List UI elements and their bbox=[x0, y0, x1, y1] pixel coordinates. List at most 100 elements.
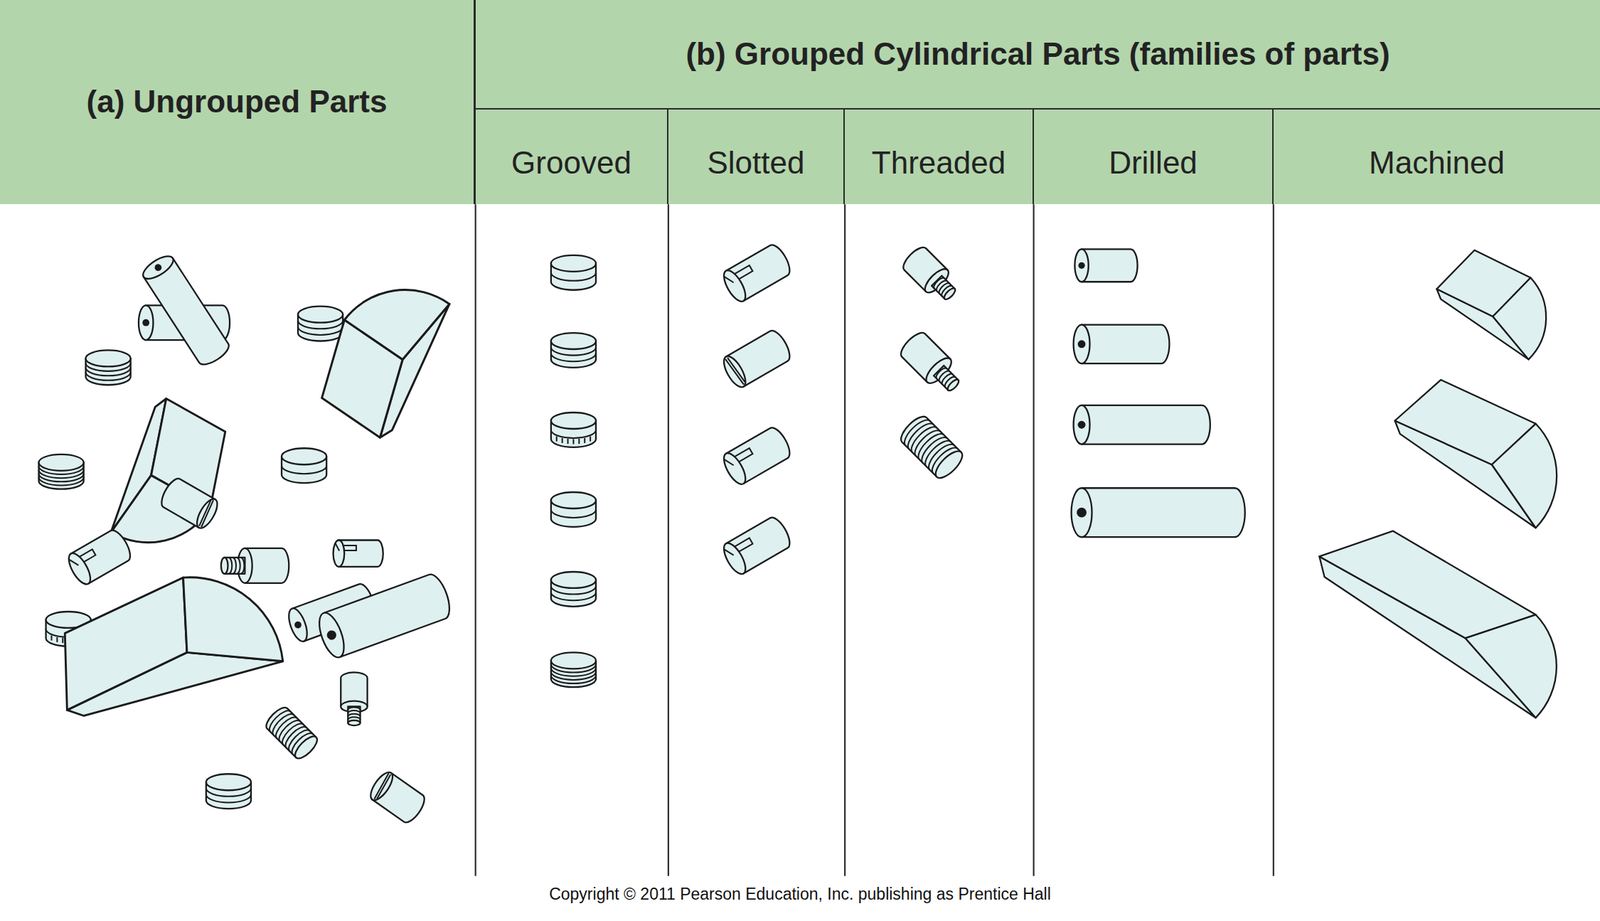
header-text: Grooved bbox=[511, 145, 632, 182]
grooved-disc bbox=[551, 412, 596, 448]
thread-line bbox=[228, 557, 232, 574]
column-rule bbox=[1272, 204, 1275, 877]
slot-line bbox=[725, 356, 746, 387]
header-text: (b) Grouped Cylindrical Parts (families … bbox=[685, 36, 1390, 73]
groove-line bbox=[206, 794, 252, 803]
disc-top bbox=[551, 255, 596, 272]
thread-line bbox=[900, 416, 931, 446]
stub-end bbox=[945, 377, 960, 392]
cylinder-body bbox=[338, 539, 383, 567]
grooved-disc bbox=[281, 448, 327, 483]
groove-tick bbox=[578, 438, 580, 444]
groove-line bbox=[86, 362, 131, 371]
column-header: Machined bbox=[1273, 109, 1600, 205]
groove-line bbox=[86, 367, 131, 376]
groove-line bbox=[297, 326, 343, 335]
slot-line bbox=[371, 772, 394, 800]
disc-top bbox=[551, 652, 596, 669]
drilled-hole bbox=[1078, 262, 1085, 269]
groove-line bbox=[551, 664, 596, 672]
slot-line bbox=[196, 499, 217, 527]
disc-top bbox=[281, 448, 327, 465]
header-text: Machined bbox=[1368, 145, 1505, 182]
cylinder-end bbox=[285, 605, 311, 644]
disc-top bbox=[551, 332, 596, 350]
stub-end bbox=[347, 720, 360, 726]
threaded-part bbox=[896, 412, 967, 483]
cylinder-end bbox=[719, 352, 750, 391]
stub-end bbox=[942, 286, 957, 301]
slotted-part bbox=[333, 539, 384, 567]
slotted-part bbox=[719, 424, 794, 488]
groove-line bbox=[551, 353, 596, 362]
cylinder-body bbox=[1081, 487, 1246, 537]
slot-line bbox=[724, 445, 754, 468]
copyright-caption: Copyright © 2011 Pearson Education, Inc.… bbox=[548, 884, 1052, 904]
drilled-hole bbox=[1078, 420, 1086, 429]
disc-top bbox=[297, 306, 343, 323]
groove-line bbox=[551, 509, 596, 517]
column-rule bbox=[1033, 204, 1035, 877]
grooved-disc bbox=[551, 332, 596, 368]
thread-line bbox=[347, 713, 360, 717]
column-rule bbox=[844, 204, 846, 877]
grooved-disc bbox=[551, 255, 596, 291]
machined-part bbox=[1436, 250, 1546, 360]
slotted-part bbox=[64, 526, 135, 588]
drilled-hole bbox=[1078, 339, 1086, 348]
wedge-end bbox=[1492, 278, 1546, 360]
grooved-disc bbox=[297, 306, 343, 342]
thread-line bbox=[347, 716, 360, 720]
thread-line bbox=[347, 706, 360, 710]
drilled-part bbox=[1071, 487, 1246, 537]
column-header: Grooved bbox=[475, 109, 669, 205]
cylinder-end bbox=[366, 768, 397, 804]
grooved-disc bbox=[39, 454, 84, 490]
thread-line bbox=[265, 707, 291, 732]
cylinder-end bbox=[64, 549, 95, 588]
slot-line bbox=[724, 263, 754, 286]
cylinder-end bbox=[291, 733, 320, 762]
groove-line bbox=[551, 585, 596, 594]
cylinder-end bbox=[138, 305, 153, 340]
threaded-part bbox=[340, 672, 367, 726]
groove-tick bbox=[572, 438, 574, 444]
slot-line bbox=[724, 535, 754, 558]
cylinder-body bbox=[1081, 324, 1170, 365]
cylinder-end bbox=[192, 495, 222, 531]
drilled-part bbox=[1074, 248, 1138, 282]
groove-line bbox=[551, 429, 596, 438]
caption-row: Copyright © 2011 Pearson Education, Inc.… bbox=[0, 884, 1600, 904]
slotted-part bbox=[719, 327, 794, 390]
header-text: Slotted bbox=[707, 145, 805, 182]
groove-tick bbox=[589, 435, 591, 441]
thread-line bbox=[269, 710, 294, 735]
stub-end bbox=[221, 557, 229, 574]
column-header: Threaded bbox=[844, 109, 1034, 205]
drilled-part bbox=[139, 251, 232, 369]
drilled-hole bbox=[153, 262, 163, 273]
groove-line bbox=[86, 371, 131, 380]
wedge-end bbox=[1491, 423, 1557, 528]
groove-line bbox=[297, 320, 343, 329]
cylinder-end bbox=[719, 450, 750, 488]
groove-line bbox=[551, 671, 596, 680]
header-band: (b) Grouped Cylindrical Parts (families … bbox=[475, 0, 1600, 110]
drilled-hole bbox=[293, 620, 303, 630]
slot-line bbox=[335, 543, 357, 551]
slotted-part bbox=[719, 241, 794, 305]
disc-top bbox=[551, 571, 596, 589]
cylinder-end bbox=[719, 539, 750, 578]
groove-line bbox=[206, 787, 252, 796]
cylinder-end bbox=[1073, 405, 1091, 445]
slotted-part bbox=[719, 514, 794, 577]
thread-line bbox=[347, 710, 360, 714]
disc-top bbox=[39, 454, 84, 471]
thread-line bbox=[241, 557, 245, 574]
cylinder-end bbox=[719, 267, 750, 306]
drilled-hole bbox=[325, 629, 338, 642]
cylinder-end bbox=[1071, 487, 1093, 537]
wedge-end bbox=[340, 281, 458, 369]
groove-tick bbox=[561, 438, 564, 444]
